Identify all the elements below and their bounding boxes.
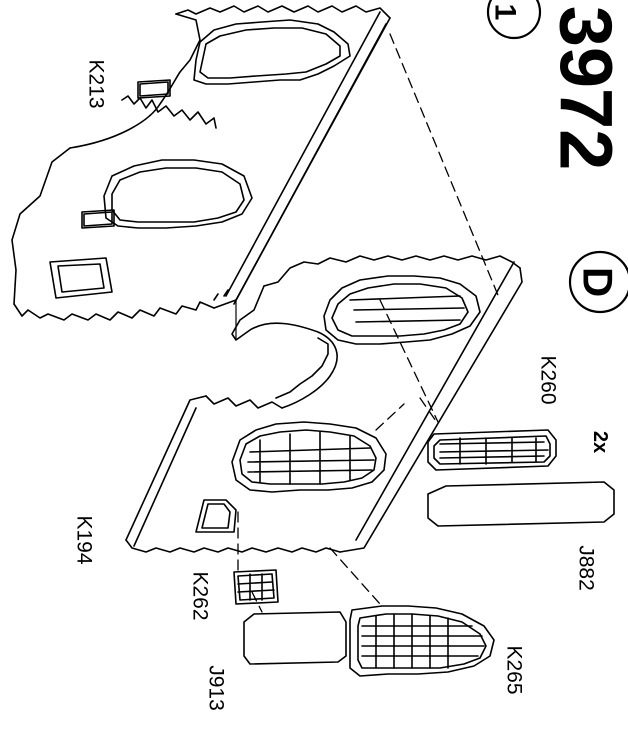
part-k265-shutter	[349, 605, 495, 677]
step-number-text: 1	[489, 4, 522, 21]
part-k262-small-window	[233, 569, 279, 605]
svg-text:1: 1	[489, 4, 522, 21]
part-j913-tile	[243, 611, 347, 665]
label-j882: J882	[575, 545, 598, 591]
label-k260: K260	[537, 355, 560, 404]
part-j882-plate	[427, 481, 615, 527]
svg-text:2x: 2x	[589, 431, 611, 453]
svg-text:K194: K194	[73, 515, 96, 564]
svg-text:3972: 3972	[545, 6, 628, 171]
svg-text:K265: K265	[503, 645, 526, 694]
part-k194-panel	[125, 255, 523, 553]
quantity-note: 2x	[589, 431, 611, 453]
svg-text:K213: K213	[85, 59, 108, 108]
set-suffix-text: D	[575, 267, 622, 297]
assembly-guide-lines	[237, 33, 501, 613]
label-k262: K262	[189, 571, 212, 620]
label-k194: K194	[73, 515, 96, 564]
part-k260-window-grid	[427, 429, 557, 471]
label-k213: K213	[85, 59, 108, 108]
part-k213-panel	[11, 5, 391, 321]
step-number-badge	[486, 0, 542, 40]
set-suffix-badge	[568, 250, 628, 314]
svg-text:J913: J913	[205, 665, 228, 711]
label-k265: K265	[503, 645, 526, 694]
svg-text:K262: K262	[189, 571, 212, 620]
svg-text:K260: K260	[537, 355, 560, 404]
set-code-text: 3972	[545, 6, 628, 171]
svg-text:J882: J882	[575, 545, 598, 591]
svg-text:D: D	[575, 267, 622, 297]
label-j913: J913	[205, 665, 228, 711]
